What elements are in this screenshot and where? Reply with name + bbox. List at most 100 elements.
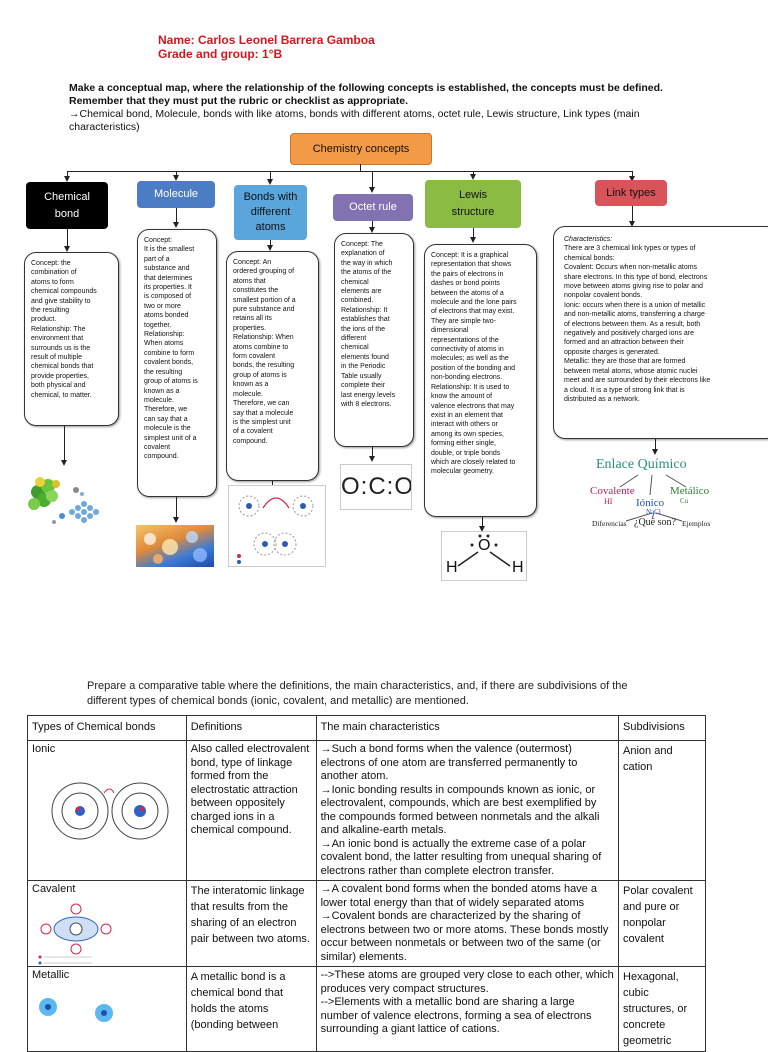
concept-text-line: It is the smallest bbox=[144, 246, 195, 254]
node-bonds-different-atoms: Bonds with different atoms bbox=[234, 185, 307, 240]
concept-text-line: form covalent bbox=[233, 353, 276, 361]
connector bbox=[67, 229, 68, 246]
concept-text-line: pure substance and bbox=[233, 306, 295, 314]
concept-text-line: interact with others or bbox=[431, 421, 498, 429]
concept-text-line: complete their bbox=[341, 382, 385, 390]
enlace-arrows-icon bbox=[619, 474, 687, 522]
concept-text-line: dashes or bond points bbox=[431, 280, 500, 288]
arrow-icon bbox=[267, 245, 273, 251]
concept-text-line: can say that a bbox=[144, 415, 188, 423]
oco-lewis-illustration: O:C:O bbox=[340, 464, 412, 510]
oco-label: O:C:O bbox=[341, 473, 412, 500]
enlace-ionico: Iónico bbox=[636, 497, 665, 509]
arrow-icon bbox=[64, 176, 70, 182]
concept-text-line: They are simple two- bbox=[431, 317, 496, 325]
water-bonds-icon bbox=[457, 534, 511, 567]
concept-text-line: Therefore, we can bbox=[233, 400, 290, 408]
type-label: Metallic bbox=[32, 969, 70, 981]
concept-text-line: different bbox=[341, 335, 367, 343]
connector bbox=[632, 206, 633, 222]
enlace-hi: HI bbox=[604, 497, 613, 506]
concept-text-line: chemical bbox=[341, 278, 369, 286]
enlace-quimico-illustration: Enlace Químico Covalente HI Iónico NaCl … bbox=[590, 455, 715, 535]
concept-text-line: chemical bbox=[341, 344, 369, 352]
concept-text-line: substance and bbox=[144, 265, 190, 273]
water-h2-label: H bbox=[512, 559, 524, 576]
header-cell: Types of Chemical bonds bbox=[27, 715, 187, 741]
concept-text-line: Relationship: It bbox=[341, 306, 388, 314]
header-cell: The main characteristics bbox=[315, 715, 620, 741]
concept-text-line: its properties. It bbox=[144, 284, 192, 292]
comparison-table: Types of Chemical bonds Definitions The … bbox=[27, 715, 706, 1052]
concept-text-line: group of atoms is bbox=[144, 378, 198, 386]
concept-text-line: covalent bbox=[144, 443, 171, 451]
concept-text-line: provide properties, bbox=[31, 372, 89, 380]
type-cell: Metallic bbox=[27, 966, 187, 1052]
branch-drop-1 bbox=[67, 171, 68, 177]
chemical-bond-illustration bbox=[26, 470, 106, 532]
arrow-icon bbox=[267, 179, 273, 185]
concept-text-line: that determines bbox=[144, 274, 193, 282]
concept-text-line: atoms bonded bbox=[144, 312, 189, 320]
concept-text-line: bonds, the resulting bbox=[233, 362, 295, 370]
concept-text-line: representations of the bbox=[431, 336, 499, 344]
concept-text-line: is the simplest unit bbox=[233, 418, 291, 426]
concept-text-line: chemical bonds: bbox=[564, 254, 615, 262]
definition-cell: Also called electrovalent bond, type of … bbox=[185, 740, 317, 881]
connector bbox=[372, 221, 373, 228]
concept-text-line: the atoms of the bbox=[341, 269, 392, 277]
concept-text-line: double, or triple bonds bbox=[431, 449, 501, 457]
connector bbox=[270, 240, 271, 246]
molecule-spheres-icon bbox=[144, 531, 207, 564]
molecule-illustration bbox=[136, 525, 214, 567]
table-intro-line-1: Prepare a comparative table where the de… bbox=[87, 680, 628, 692]
concept-text-line: of electrons that may exist. bbox=[431, 308, 515, 316]
water-lewis-illustration: O H H bbox=[441, 531, 527, 581]
concept-text-line: of a covalent bbox=[233, 428, 273, 436]
concept-text-line: Relationship: When bbox=[233, 334, 294, 342]
branch-drop-6 bbox=[632, 171, 633, 176]
table-row: Ionic Also called electrovalent bond, ty… bbox=[27, 740, 706, 881]
concept-text-line: molecules; as well as the bbox=[431, 355, 509, 363]
enlace-metalico: Metálico bbox=[670, 485, 710, 497]
concept-text-line: molecule and the lone pairs bbox=[431, 299, 517, 307]
concept-text-line: surrounds us is the bbox=[31, 344, 91, 352]
concept-text-line: elements are bbox=[341, 288, 382, 296]
concept-text-line: compound. bbox=[233, 437, 268, 445]
table-row: Cavalent The interatomic linkage that re… bbox=[27, 880, 706, 967]
arrow-icon bbox=[470, 237, 476, 243]
concept-text-line: meet and are surrounded by their electro… bbox=[564, 377, 711, 385]
root-node: Chemistry concepts bbox=[290, 133, 432, 165]
arrow-icon bbox=[173, 175, 179, 181]
arrow-icon bbox=[173, 222, 179, 228]
concept-text-line: combined. bbox=[341, 297, 374, 305]
concept-text-line: product. bbox=[31, 316, 57, 324]
connector bbox=[272, 481, 273, 485]
type-label: Ionic bbox=[32, 743, 56, 755]
molecule-model-icon bbox=[28, 477, 99, 524]
table-row: Metallic A metallic bond is a chemical b… bbox=[27, 966, 706, 1052]
enlace-title: Enlace Químico bbox=[596, 457, 687, 472]
node-octet-rule: Octet rule bbox=[333, 194, 413, 221]
branch-drop-4 bbox=[372, 171, 373, 187]
concept-text-line: a cloud. It is a type of strong link tha… bbox=[564, 386, 685, 394]
arrow-icon bbox=[479, 526, 485, 532]
node-chemical-bond: Chemical bond bbox=[26, 182, 108, 229]
concept-text-line: Covalent: Occurs when non-metallic atoms bbox=[564, 264, 698, 272]
connector bbox=[473, 228, 474, 238]
concept-text-line: group of atoms is bbox=[233, 371, 287, 379]
branch-bar bbox=[67, 171, 632, 172]
concept-text-line: with 8 electrons. bbox=[341, 400, 392, 408]
grade-group: Grade and group: 1°B bbox=[158, 47, 283, 61]
concept-text-line: the ions of the bbox=[341, 325, 385, 333]
connector bbox=[64, 426, 65, 460]
characteristics-cell: →A covalent bond forms when the bonded a… bbox=[315, 880, 620, 967]
ionic-bond-icon bbox=[51, 782, 169, 840]
concept-text-line: atoms to form bbox=[31, 278, 74, 286]
concept-text-line: Relationship: bbox=[144, 331, 185, 339]
concept-text-line: and non-metallic atoms, transferring a c… bbox=[564, 311, 705, 319]
node-label: Chemical bbox=[44, 190, 90, 203]
